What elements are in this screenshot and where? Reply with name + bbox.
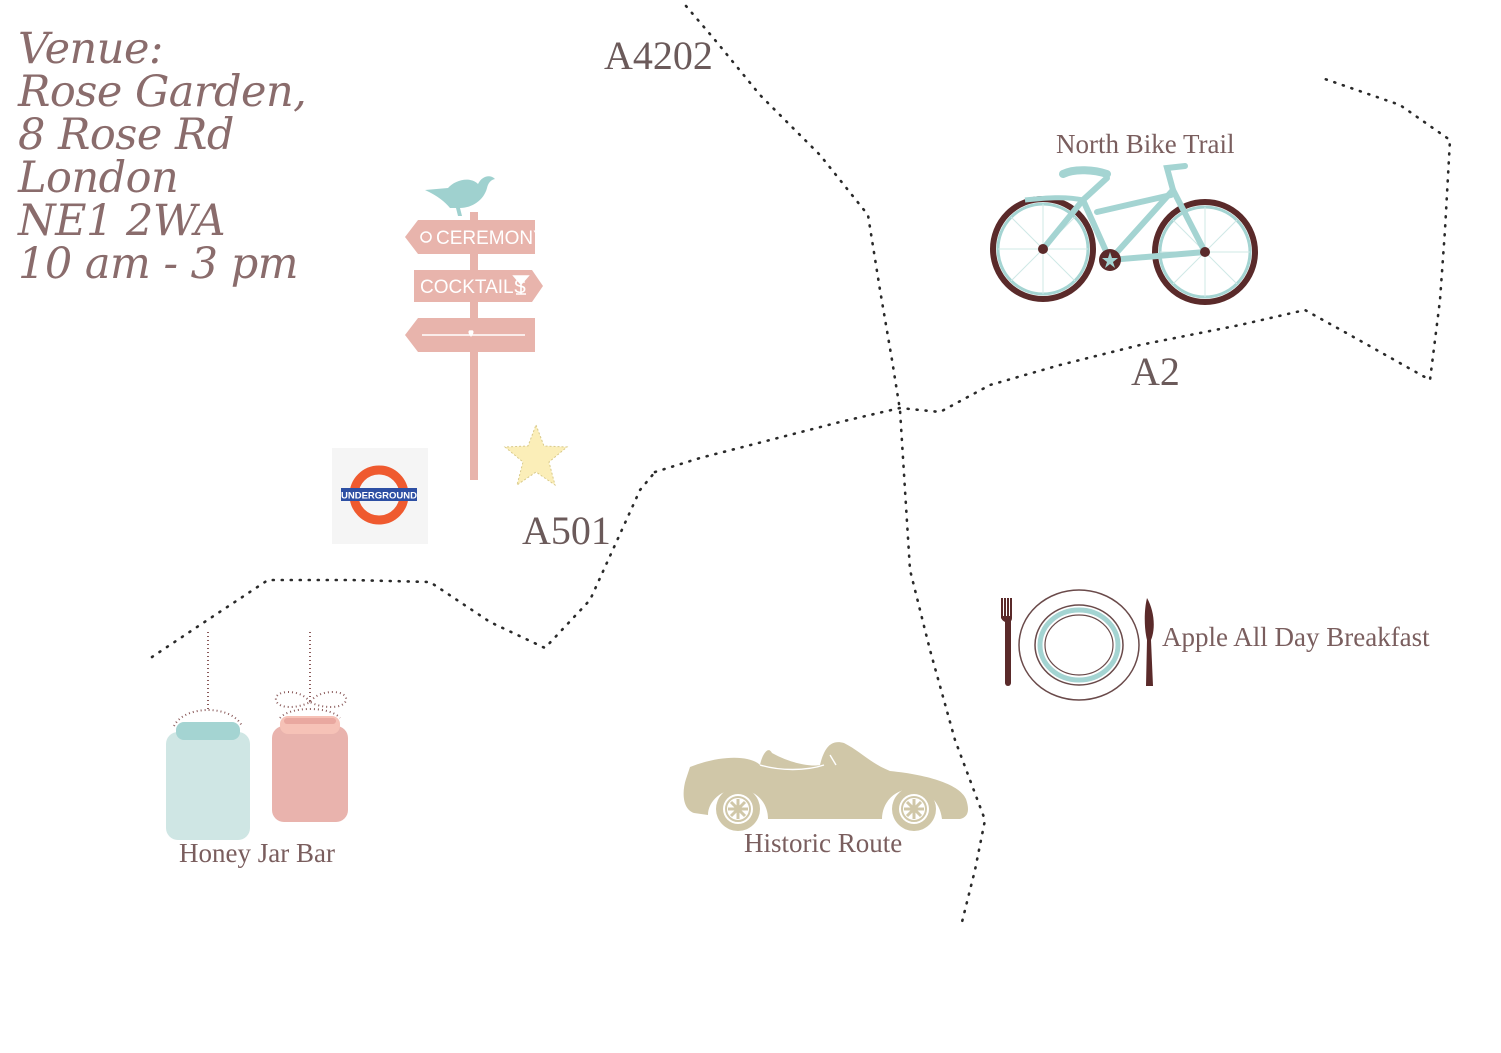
bicycle-icon: [990, 163, 1258, 305]
label-honey-jar-bar: Honey Jar Bar: [179, 838, 335, 868]
signpost-icon: CEREMONY COCKTAILS: [405, 176, 546, 480]
sign-ceremony: CEREMONY: [436, 228, 546, 249]
convertible-car-icon: [683, 742, 968, 831]
venue-heading: Venue:: [18, 24, 163, 74]
label-historic-route: Historic Route: [744, 828, 903, 858]
venue-street: 8 Rose Rd: [18, 110, 234, 160]
road-a2: [653, 76, 1452, 474]
road-label-a2: A2: [1131, 349, 1180, 394]
star-icon: [503, 423, 569, 487]
road-a4202: [684, 4, 987, 924]
venue-time: 10 am - 3 pm: [18, 239, 299, 289]
road-label-a501: A501: [522, 508, 611, 553]
road-label-a4202: A4202: [604, 33, 713, 78]
plate-cutlery-icon: [1001, 589, 1154, 701]
sign-cocktails: COCKTAILS: [420, 277, 526, 298]
jar-icon: [166, 632, 348, 840]
bird-icon: [425, 176, 495, 216]
venue-postcode: NE1 2WA: [18, 196, 226, 246]
underground-icon: UNDERGROUND: [332, 448, 428, 544]
label-north-bike-trail: North Bike Trail: [1056, 129, 1235, 159]
venue-name: Rose Garden,: [18, 67, 307, 117]
venue-city: London: [18, 153, 179, 203]
road-a501: [150, 470, 657, 659]
underground-label: UNDERGROUND: [341, 491, 417, 502]
venue-block: Venue: Rose Garden, 8 Rose Rd London NE1…: [18, 24, 307, 289]
label-apple-breakfast: Apple All Day Breakfast: [1162, 622, 1430, 652]
